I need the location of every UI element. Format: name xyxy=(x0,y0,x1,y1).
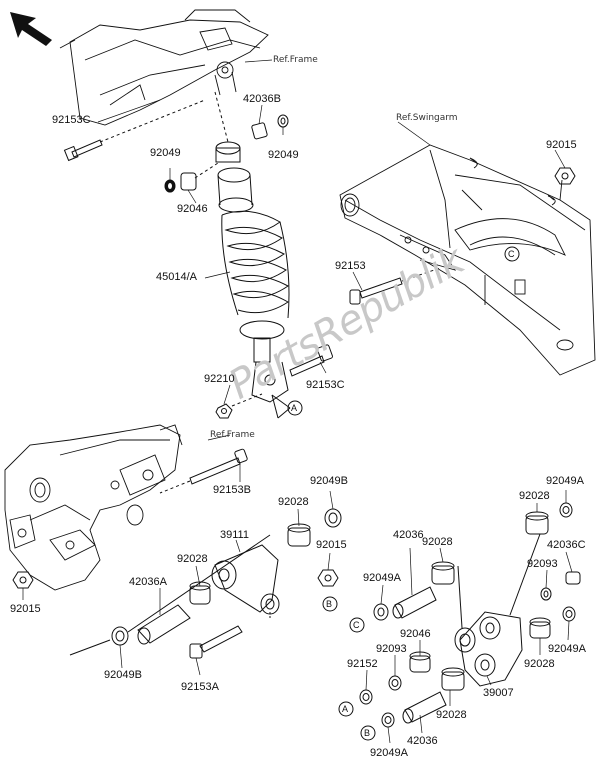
part-label-39007: 39007 xyxy=(483,687,514,699)
part-label-92015-left: 92015 xyxy=(10,603,41,615)
part-label-92028-c: 92028 xyxy=(519,490,550,502)
callout-circles xyxy=(271,246,520,741)
part-label-92210: 92210 xyxy=(204,373,235,385)
part-label-92153a: 92153A xyxy=(181,681,219,693)
nut-92015-left xyxy=(12,571,34,589)
callout-a-bottom: A xyxy=(342,704,349,714)
part-label-92049a-bottom: 92049A xyxy=(370,747,408,759)
swingarm xyxy=(339,144,596,376)
part-label-92046-bottom: 92046 xyxy=(400,628,431,640)
frame-lower-section xyxy=(4,424,183,591)
part-label-92049b-top: 92049B xyxy=(310,475,348,487)
ref-frame-top: Ref.Frame xyxy=(273,55,318,65)
part-label-45014a: 45014/A xyxy=(156,271,197,283)
part-label-92049b-bottom: 92049B xyxy=(104,669,142,681)
part-label-92093-right: 92093 xyxy=(527,558,558,570)
rear-shock-absorber xyxy=(215,141,290,419)
bushing-92028-a xyxy=(287,523,311,547)
leader-lines xyxy=(22,59,573,744)
part-label-92049a-top: 92049A xyxy=(546,475,584,487)
part-label-92049-left: 92049 xyxy=(150,147,181,159)
part-label-92049-right: 92049 xyxy=(268,149,299,161)
arrow-up-left-icon xyxy=(10,12,52,46)
part-label-92046-top: 92046 xyxy=(177,203,208,215)
rocker-arm-39007 xyxy=(454,611,523,687)
ref-swingarm: Ref.Swingarm xyxy=(396,113,458,123)
part-label-92028-mid: 92028 xyxy=(422,536,453,548)
part-label-92028-e: 92028 xyxy=(436,709,467,721)
tie-rod-39111 xyxy=(211,544,280,620)
frame-upper-section xyxy=(59,9,269,126)
callout-b-tierod: B xyxy=(326,599,333,609)
bolt-92153c-top xyxy=(63,99,206,162)
part-label-92049a-right: 92049A xyxy=(548,643,586,655)
shock-lower-fasteners xyxy=(215,344,333,419)
part-label-42036c: 42036C xyxy=(547,539,586,551)
callout-a-shock: A xyxy=(291,403,298,413)
part-label-42036-bottom: 42036 xyxy=(407,735,438,747)
part-label-92153c-bottom: 92153C xyxy=(306,379,345,391)
bolt-92153a xyxy=(189,625,243,659)
washer-92049b-top xyxy=(324,508,342,528)
part-label-92093-bottom: 92093 xyxy=(376,643,407,655)
nut-92015-mid xyxy=(317,569,339,587)
sleeve-42036a xyxy=(137,604,191,645)
callout-c-swingarm: C xyxy=(508,249,515,259)
part-label-92015-mid: 92015 xyxy=(316,539,347,551)
rocker-bushings-right xyxy=(509,502,581,639)
part-label-92028-d: 92028 xyxy=(524,658,555,670)
part-label-92015-top: 92015 xyxy=(546,139,577,151)
bolt-92153 xyxy=(349,267,441,305)
part-label-42036b: 42036B xyxy=(243,93,281,105)
washer-92049b-bottom xyxy=(69,534,271,656)
bolt-92153b xyxy=(159,448,248,494)
callout-b-bottom: B xyxy=(364,728,371,738)
callout-c-mid: C xyxy=(353,620,360,630)
rocker-bushings-mid xyxy=(359,561,465,728)
part-label-42036a: 42036A xyxy=(129,576,167,588)
part-label-92153b: 92153B xyxy=(213,484,251,496)
part-label-39111: 39111 xyxy=(220,529,249,541)
part-label-42036-mid: 42036 xyxy=(393,529,424,541)
part-label-92028-a: 92028 xyxy=(278,496,309,508)
part-label-92153c-top: 92153C xyxy=(52,114,91,126)
ref-frame-mid: Ref.Frame xyxy=(210,430,255,440)
part-label-92049a-mid: 92049A xyxy=(363,572,401,584)
part-label-92028-b: 92028 xyxy=(177,553,208,565)
nut-92015-top xyxy=(554,167,576,185)
part-label-92152: 92152 xyxy=(347,658,378,670)
part-label-92153: 92153 xyxy=(335,260,366,272)
